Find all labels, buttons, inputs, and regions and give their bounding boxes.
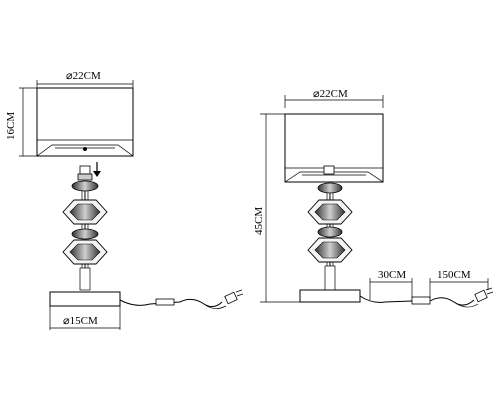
shade-width-dimension-left: ⌀22CM <box>36 70 134 88</box>
cord-segment-label-150: 150CM <box>437 269 471 281</box>
shade-width-dimension-right: ⌀22CM <box>284 88 384 108</box>
shade-width-label-right: ⌀22CM <box>313 88 348 100</box>
power-cord-left <box>119 289 244 309</box>
shade-width-label-left: ⌀22CM <box>66 70 101 82</box>
shade-height-dimension-left: 16CM <box>5 87 37 157</box>
base-diameter-dimension-left: ⌀15CM <box>49 306 121 330</box>
left-exploded-view: ⌀22CM 16CM <box>5 70 244 330</box>
assembly-arrow-icon <box>93 162 101 177</box>
lamp-body-right <box>299 182 361 303</box>
shade-height-label-left: 16CM <box>5 112 17 140</box>
cord-segment-dimension-30: 30CM <box>369 269 413 300</box>
cord-segment-dimension-150: 150CM <box>429 269 489 298</box>
lampshade-right <box>284 113 384 183</box>
total-height-dimension-right: 45CM <box>253 113 300 303</box>
lampshade-left <box>36 87 134 157</box>
total-height-label-right: 45CM <box>253 207 265 235</box>
cord-segment-label-30: 30CM <box>378 269 406 281</box>
right-assembled-view: ⌀22CM 45CM <box>253 88 494 308</box>
base-diameter-label-left: ⌀15CM <box>63 315 98 327</box>
power-cord-right <box>359 287 494 308</box>
lamp-body-left <box>49 165 121 307</box>
